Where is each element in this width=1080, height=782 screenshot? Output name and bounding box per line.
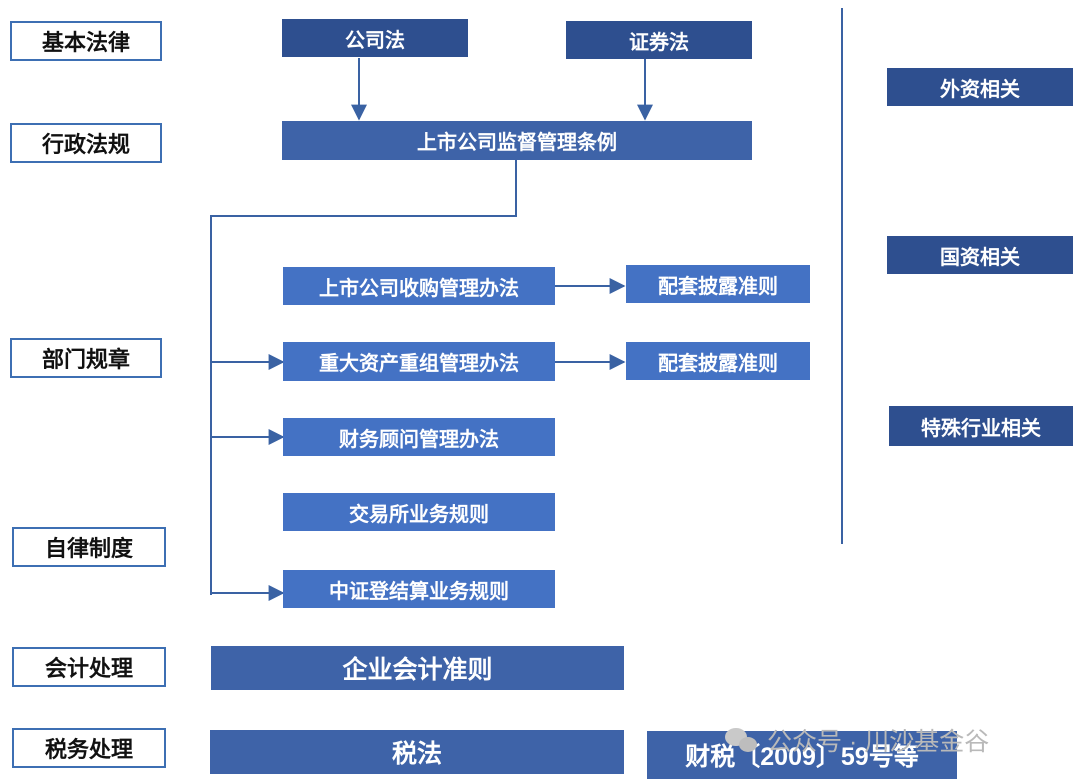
node-disclosure-rules-1: 配套披露准则 [626,265,810,303]
watermark-text: 公众号 · 川沙基金谷 [767,728,990,756]
node-exchange-rules: 交易所业务规则 [283,493,555,531]
node-disclosure-rules-2: 配套披露准则 [626,342,810,380]
node-supervision-regulation: 上市公司监督管理条例 [282,121,752,160]
category-self-regulation: 自律制度 [12,527,166,567]
node-foreign-related: 外资相关 [887,68,1073,106]
node-acquisition-measures: 上市公司收购管理办法 [283,267,555,305]
node-company-law: 公司法 [282,19,468,57]
node-advisor-measures: 财务顾问管理办法 [283,418,555,456]
category-dept-rules: 部门规章 [10,338,162,378]
node-state-owned-related: 国资相关 [887,236,1073,274]
node-tax-notice: 财税〔2009〕59号等 [647,731,957,779]
watermark: 公众号 · 川沙基金谷 [725,720,989,760]
node-restructuring-measures: 重大资产重组管理办法 [283,342,555,381]
category-admin-regulation: 行政法规 [10,123,162,163]
node-securities-law: 证券法 [566,21,752,59]
node-tax-law: 税法 [210,730,624,774]
node-special-industry-related: 特殊行业相关 [889,406,1073,446]
node-csdc-rules: 中证登结算业务规则 [283,570,555,608]
category-basic-law: 基本法律 [10,21,162,61]
wechat-icon [725,726,759,754]
category-accounting: 会计处理 [12,647,166,687]
node-accounting-standards: 企业会计准则 [211,646,624,690]
line-regulation-down [210,160,517,595]
category-tax: 税务处理 [12,728,166,768]
